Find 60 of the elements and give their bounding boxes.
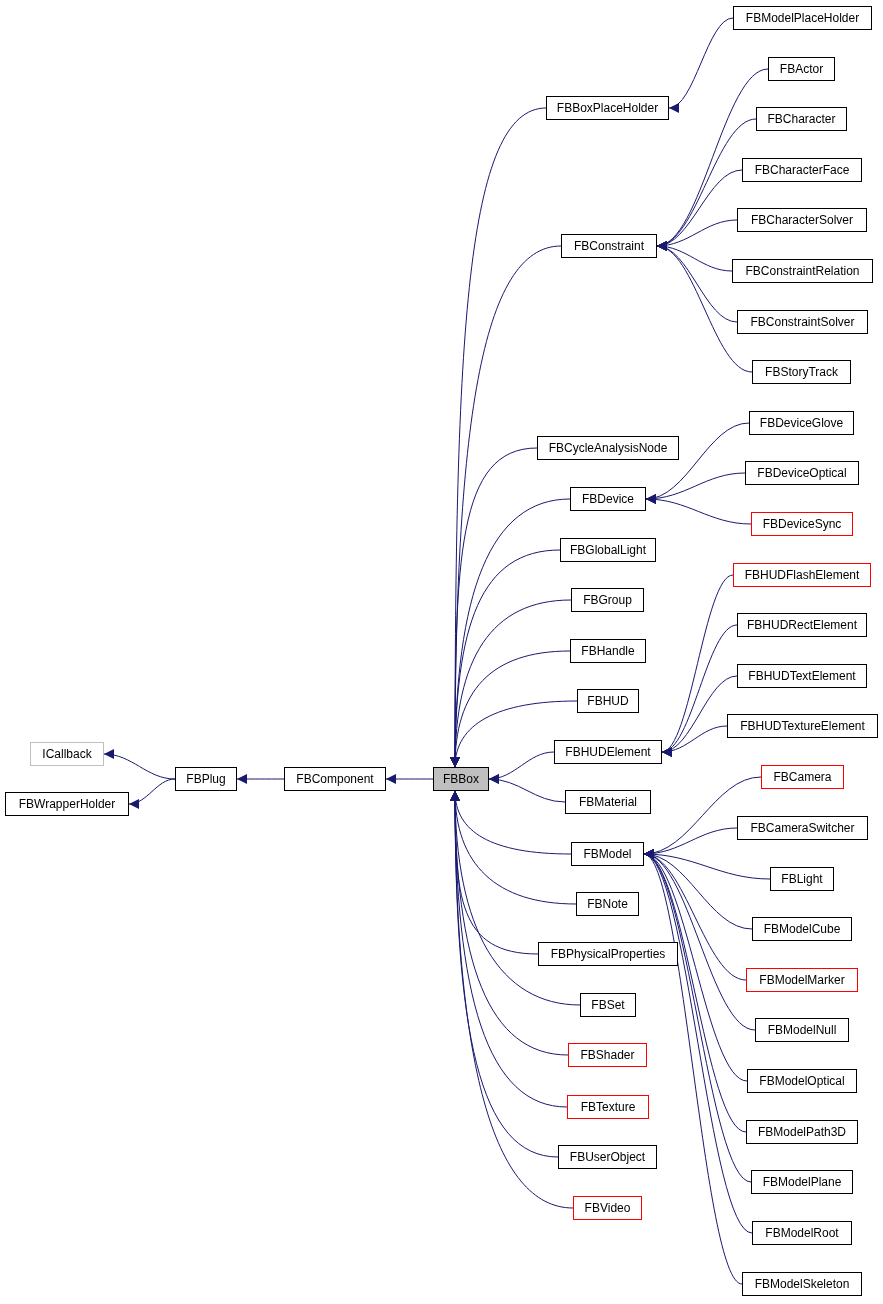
- inheritance-arrow: [103, 749, 176, 780]
- class-box: FBModelSkeleton: [742, 1272, 862, 1296]
- inheritance-arrow: [668, 17, 734, 111]
- class-box: FBModel: [571, 842, 644, 866]
- class-box: FBHUDElement: [554, 740, 662, 764]
- class-box: FBHandle: [570, 639, 646, 663]
- class-box: FBModelRoot: [752, 1221, 852, 1245]
- class-box: FBModelCube: [752, 917, 852, 941]
- class-box: FBShader: [568, 1043, 647, 1067]
- class-box: FBCharacter: [756, 107, 847, 131]
- class-box: FBCamera: [761, 765, 844, 789]
- class-box: FBHUDFlashElement: [733, 563, 871, 587]
- class-box: FBBox: [433, 767, 489, 791]
- class-box: FBModelPlane: [751, 1170, 853, 1194]
- class-box: FBModelNull: [755, 1018, 849, 1042]
- inheritance-arrow: [236, 774, 285, 784]
- inheritance-arrow: [488, 774, 566, 803]
- class-box: FBVideo: [573, 1196, 642, 1220]
- class-box: FBPhysicalProperties: [538, 942, 678, 966]
- class-box: FBHUDTextElement: [737, 664, 867, 688]
- class-box: FBUserObject: [558, 1145, 657, 1169]
- class-box: FBConstraint: [561, 234, 657, 258]
- class-box: FBCycleAnalysisNode: [537, 436, 679, 460]
- class-box: FBDevice: [570, 487, 646, 511]
- inheritance-arrow: [661, 725, 728, 757]
- class-box: FBDeviceSync: [751, 512, 853, 536]
- inheritance-arrow: [385, 774, 434, 784]
- class-box: FBConstraintSolver: [737, 310, 868, 334]
- inheritance-arrow: [450, 790, 574, 1209]
- class-box: FBNote: [576, 892, 639, 916]
- class-box: FBCameraSwitcher: [737, 816, 868, 840]
- class-box: FBHUDRectElement: [737, 613, 867, 637]
- class-box: FBHUDTextureElement: [727, 714, 878, 738]
- class-box: FBConstraintRelation: [732, 259, 873, 283]
- class-box: FBGlobalLight: [560, 538, 656, 562]
- class-box: FBTexture: [567, 1095, 649, 1119]
- class-box: FBSet: [580, 993, 636, 1017]
- inheritance-arrow: [128, 778, 176, 808]
- class-box: FBDeviceOptical: [745, 461, 859, 485]
- class-box: FBLight: [770, 867, 834, 891]
- class-box: FBComponent: [284, 767, 386, 791]
- class-box: FBMaterial: [565, 790, 651, 814]
- class-box: ICallback: [30, 742, 104, 766]
- class-box: FBModelPlaceHolder: [733, 6, 872, 30]
- class-box: FBStoryTrack: [752, 360, 851, 384]
- class-box: FBWrapperHolder: [5, 792, 129, 816]
- class-box: FBCharacterSolver: [737, 208, 867, 232]
- inheritance-arrow: [645, 494, 752, 525]
- class-box: FBDeviceGlove: [749, 411, 854, 435]
- inheritance-arrow: [450, 700, 578, 768]
- class-box: FBActor: [768, 57, 835, 81]
- class-box: FBModelPath3D: [746, 1120, 858, 1144]
- class-box: FBModelOptical: [747, 1069, 857, 1093]
- class-box: FBCharacterFace: [742, 158, 862, 182]
- class-box: FBHUD: [577, 689, 639, 713]
- class-box: FBGroup: [571, 588, 644, 612]
- class-box: FBBoxPlaceHolder: [546, 96, 669, 120]
- class-box: FBModelMarker: [746, 968, 858, 992]
- inheritance-arrow: [656, 243, 753, 373]
- class-box: FBPlug: [175, 767, 237, 791]
